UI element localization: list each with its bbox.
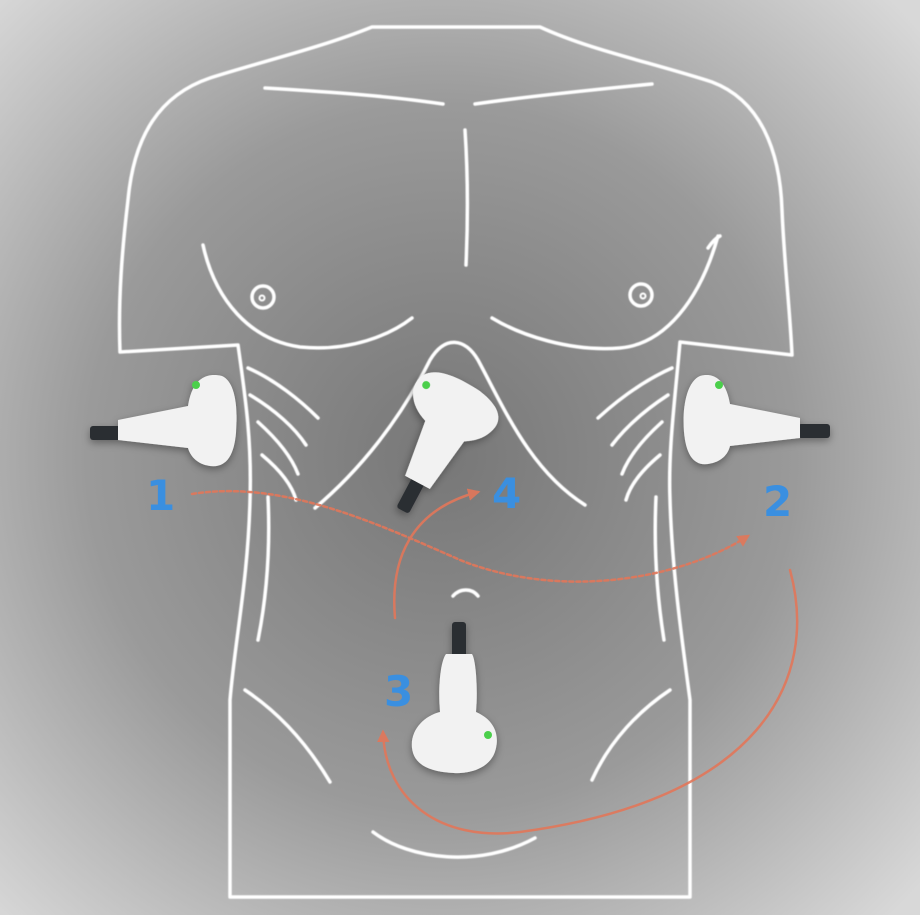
probe-1-cable [90,426,122,440]
probe-1-marker [192,381,200,389]
probe-2-marker [715,381,723,389]
probe-3-marker [484,731,492,739]
step-3-label: 3 [384,667,413,716]
probe-2-cable [798,424,830,438]
step-4-label: 4 [492,469,521,518]
step-2-label: 2 [763,477,792,526]
step-1-label: 1 [146,471,175,520]
